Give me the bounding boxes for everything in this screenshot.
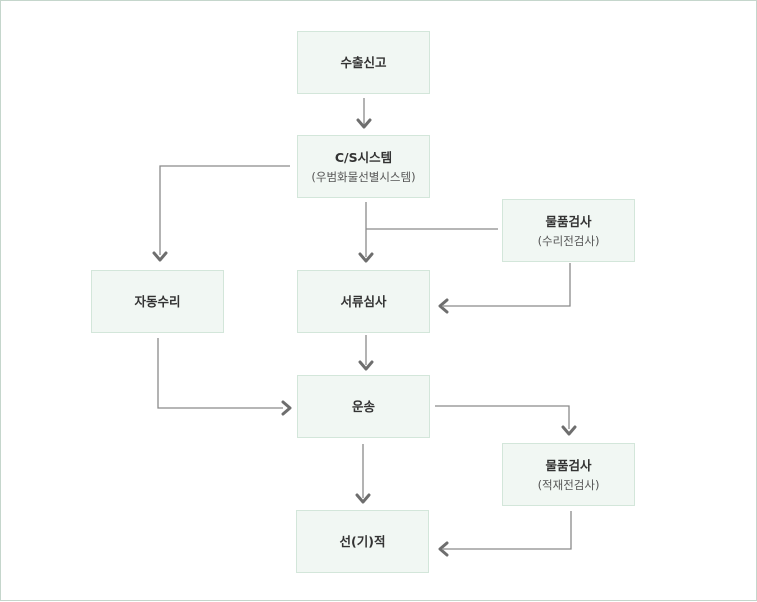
connector-preinspection-to-review bbox=[443, 263, 571, 307]
node-transport: 운송 bbox=[297, 375, 430, 438]
arrowhead-down-transport bbox=[358, 360, 374, 371]
connector-auto-to-transport bbox=[157, 338, 283, 409]
node-title: 선(기)적 bbox=[339, 534, 386, 549]
arrowhead-down-auto bbox=[152, 251, 168, 262]
connector-cs-to-auto bbox=[159, 165, 290, 255]
arrowhead-down-loading bbox=[355, 493, 371, 504]
arrowhead-left-loading bbox=[438, 541, 449, 557]
node-title: 수출신고 bbox=[340, 55, 387, 70]
node-title: 물품검사 bbox=[545, 213, 592, 229]
node-title: 운송 bbox=[351, 399, 375, 414]
node-subtitle: (수리전검사) bbox=[537, 233, 600, 248]
node-auto-acceptance: 자동수리 bbox=[91, 270, 224, 333]
arrowhead-down-review bbox=[358, 252, 374, 263]
node-ship-loading: 선(기)적 bbox=[296, 510, 429, 573]
node-title: C/S시스템 bbox=[334, 149, 393, 165]
node-goods-inspection-pre: 물품검사 (수리전검사) bbox=[502, 199, 635, 262]
node-title: 물품검사 bbox=[545, 457, 592, 473]
node-subtitle: (우범화물선별시스템) bbox=[311, 169, 416, 184]
arrowhead-down-loadinspection bbox=[561, 425, 577, 436]
connector-loadinspection-to-loading bbox=[443, 511, 572, 550]
arrowhead-right-transport bbox=[281, 400, 292, 416]
node-export-declaration: 수출신고 bbox=[297, 31, 430, 94]
arrowhead-left-review bbox=[438, 298, 449, 314]
node-subtitle: (적재전검사) bbox=[537, 477, 600, 492]
node-cs-system: C/S시스템 (우범화물선별시스템) bbox=[297, 135, 430, 198]
node-goods-inspection-loading: 물품검사 (적재전검사) bbox=[502, 443, 635, 506]
node-document-review: 서류심사 bbox=[297, 270, 430, 333]
connector-transport-to-loadinspection bbox=[435, 405, 570, 429]
arrowhead-down-cs bbox=[356, 118, 372, 129]
node-title: 서류심사 bbox=[340, 294, 387, 309]
node-title: 자동수리 bbox=[134, 294, 181, 309]
